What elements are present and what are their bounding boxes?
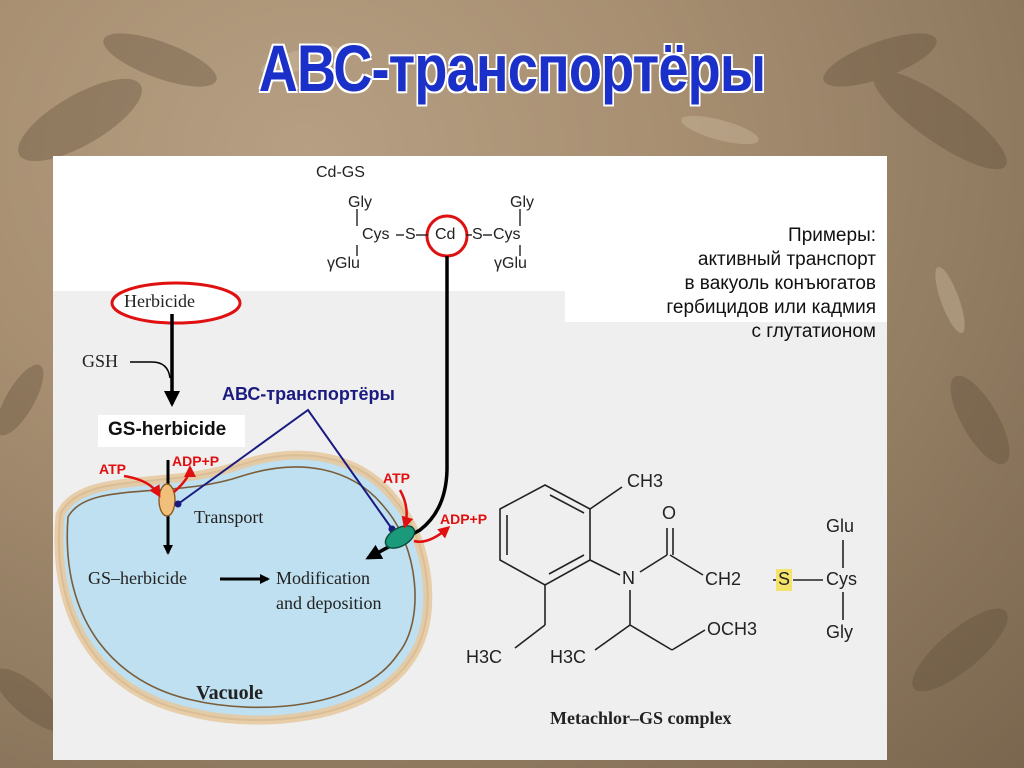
sulfur-right: S (472, 226, 483, 243)
transporter-left (158, 483, 176, 517)
cd-gs-label: Cd-GS (316, 164, 365, 181)
deposition-label: and deposition (276, 593, 382, 613)
modification-label: Modification (276, 568, 370, 588)
gs-herbicide-inside-label: GS–herbicide (88, 568, 187, 588)
atp-right-label: ATP (383, 470, 410, 486)
right-glu: γGlu (494, 255, 527, 272)
atp-left-arrow (123, 474, 161, 498)
right-gly: Gly (510, 194, 534, 211)
glu-label: Glu (826, 516, 855, 536)
note-line: Примеры: (788, 225, 876, 246)
nitrogen-label: N (622, 568, 635, 588)
ch2-label: CH2 (705, 569, 742, 589)
abc-transporters-label: АВС-транспортёры (222, 384, 395, 404)
cd-gs-bonds (356, 209, 521, 256)
cys-label: Cys (826, 569, 857, 589)
gs-herbicide-box-label: GS-herbicide (108, 419, 227, 440)
oxygen-label: O (662, 503, 677, 523)
diagram-grey-area-right (565, 322, 887, 760)
vacuole-rim (54, 450, 433, 725)
ch3-top-label: CH3 (627, 471, 664, 491)
adp-left-label: ADP+P (172, 453, 220, 469)
sulfur-left: S (405, 226, 416, 243)
gsh-join-line (130, 361, 171, 379)
note-line: активный транспорт (697, 249, 876, 270)
gsh-label: GSH (82, 351, 119, 371)
herbicide-label: Herbicide (124, 291, 195, 311)
slide-title: АВС-транспортёры (258, 31, 766, 105)
adp-right-label: ADP+P (440, 511, 488, 527)
vacuole-label: Vacuole (196, 682, 264, 704)
s-highlight (776, 569, 792, 591)
right-cys: Cys (493, 226, 521, 243)
note-line: в вакуоль конъюгатов (684, 273, 876, 294)
note-line: с глутатионом (751, 321, 876, 342)
herbicide-highlight-ellipse (110, 281, 242, 325)
metachlor-caption: Metachlor–GS complex (550, 708, 732, 728)
och3-label: OCH3 (707, 619, 758, 639)
atp-left-label: ATP (99, 461, 126, 477)
adp-left-arrow (173, 465, 196, 493)
gs-herbicide-box (98, 415, 245, 447)
h3c-mid-label: H3C (550, 647, 587, 667)
abc-pointer-dot-left (174, 500, 182, 508)
cadmium: Cd (435, 226, 456, 243)
metachlor-bonds (499, 484, 844, 651)
transporter-right (384, 525, 416, 549)
abc-pointer-lines (177, 408, 393, 530)
atp-right-arrow (398, 489, 414, 529)
examples-note: Примеры: активный транспорт в вакуоль ко… (666, 224, 876, 344)
sulfur-metachlor-label: S (778, 569, 791, 589)
cd-transport-arrow (365, 256, 449, 560)
gly-label: Gly (826, 622, 853, 642)
adp-right-arrow (413, 526, 451, 543)
left-cys: Cys (362, 226, 390, 243)
transport-label: Transport (194, 507, 264, 527)
h3c-left-label: H3C (466, 647, 503, 667)
left-glu: γGlu (327, 255, 360, 272)
note-line: гербицидов или кадмия (666, 297, 876, 318)
left-gly: Gly (348, 194, 372, 211)
